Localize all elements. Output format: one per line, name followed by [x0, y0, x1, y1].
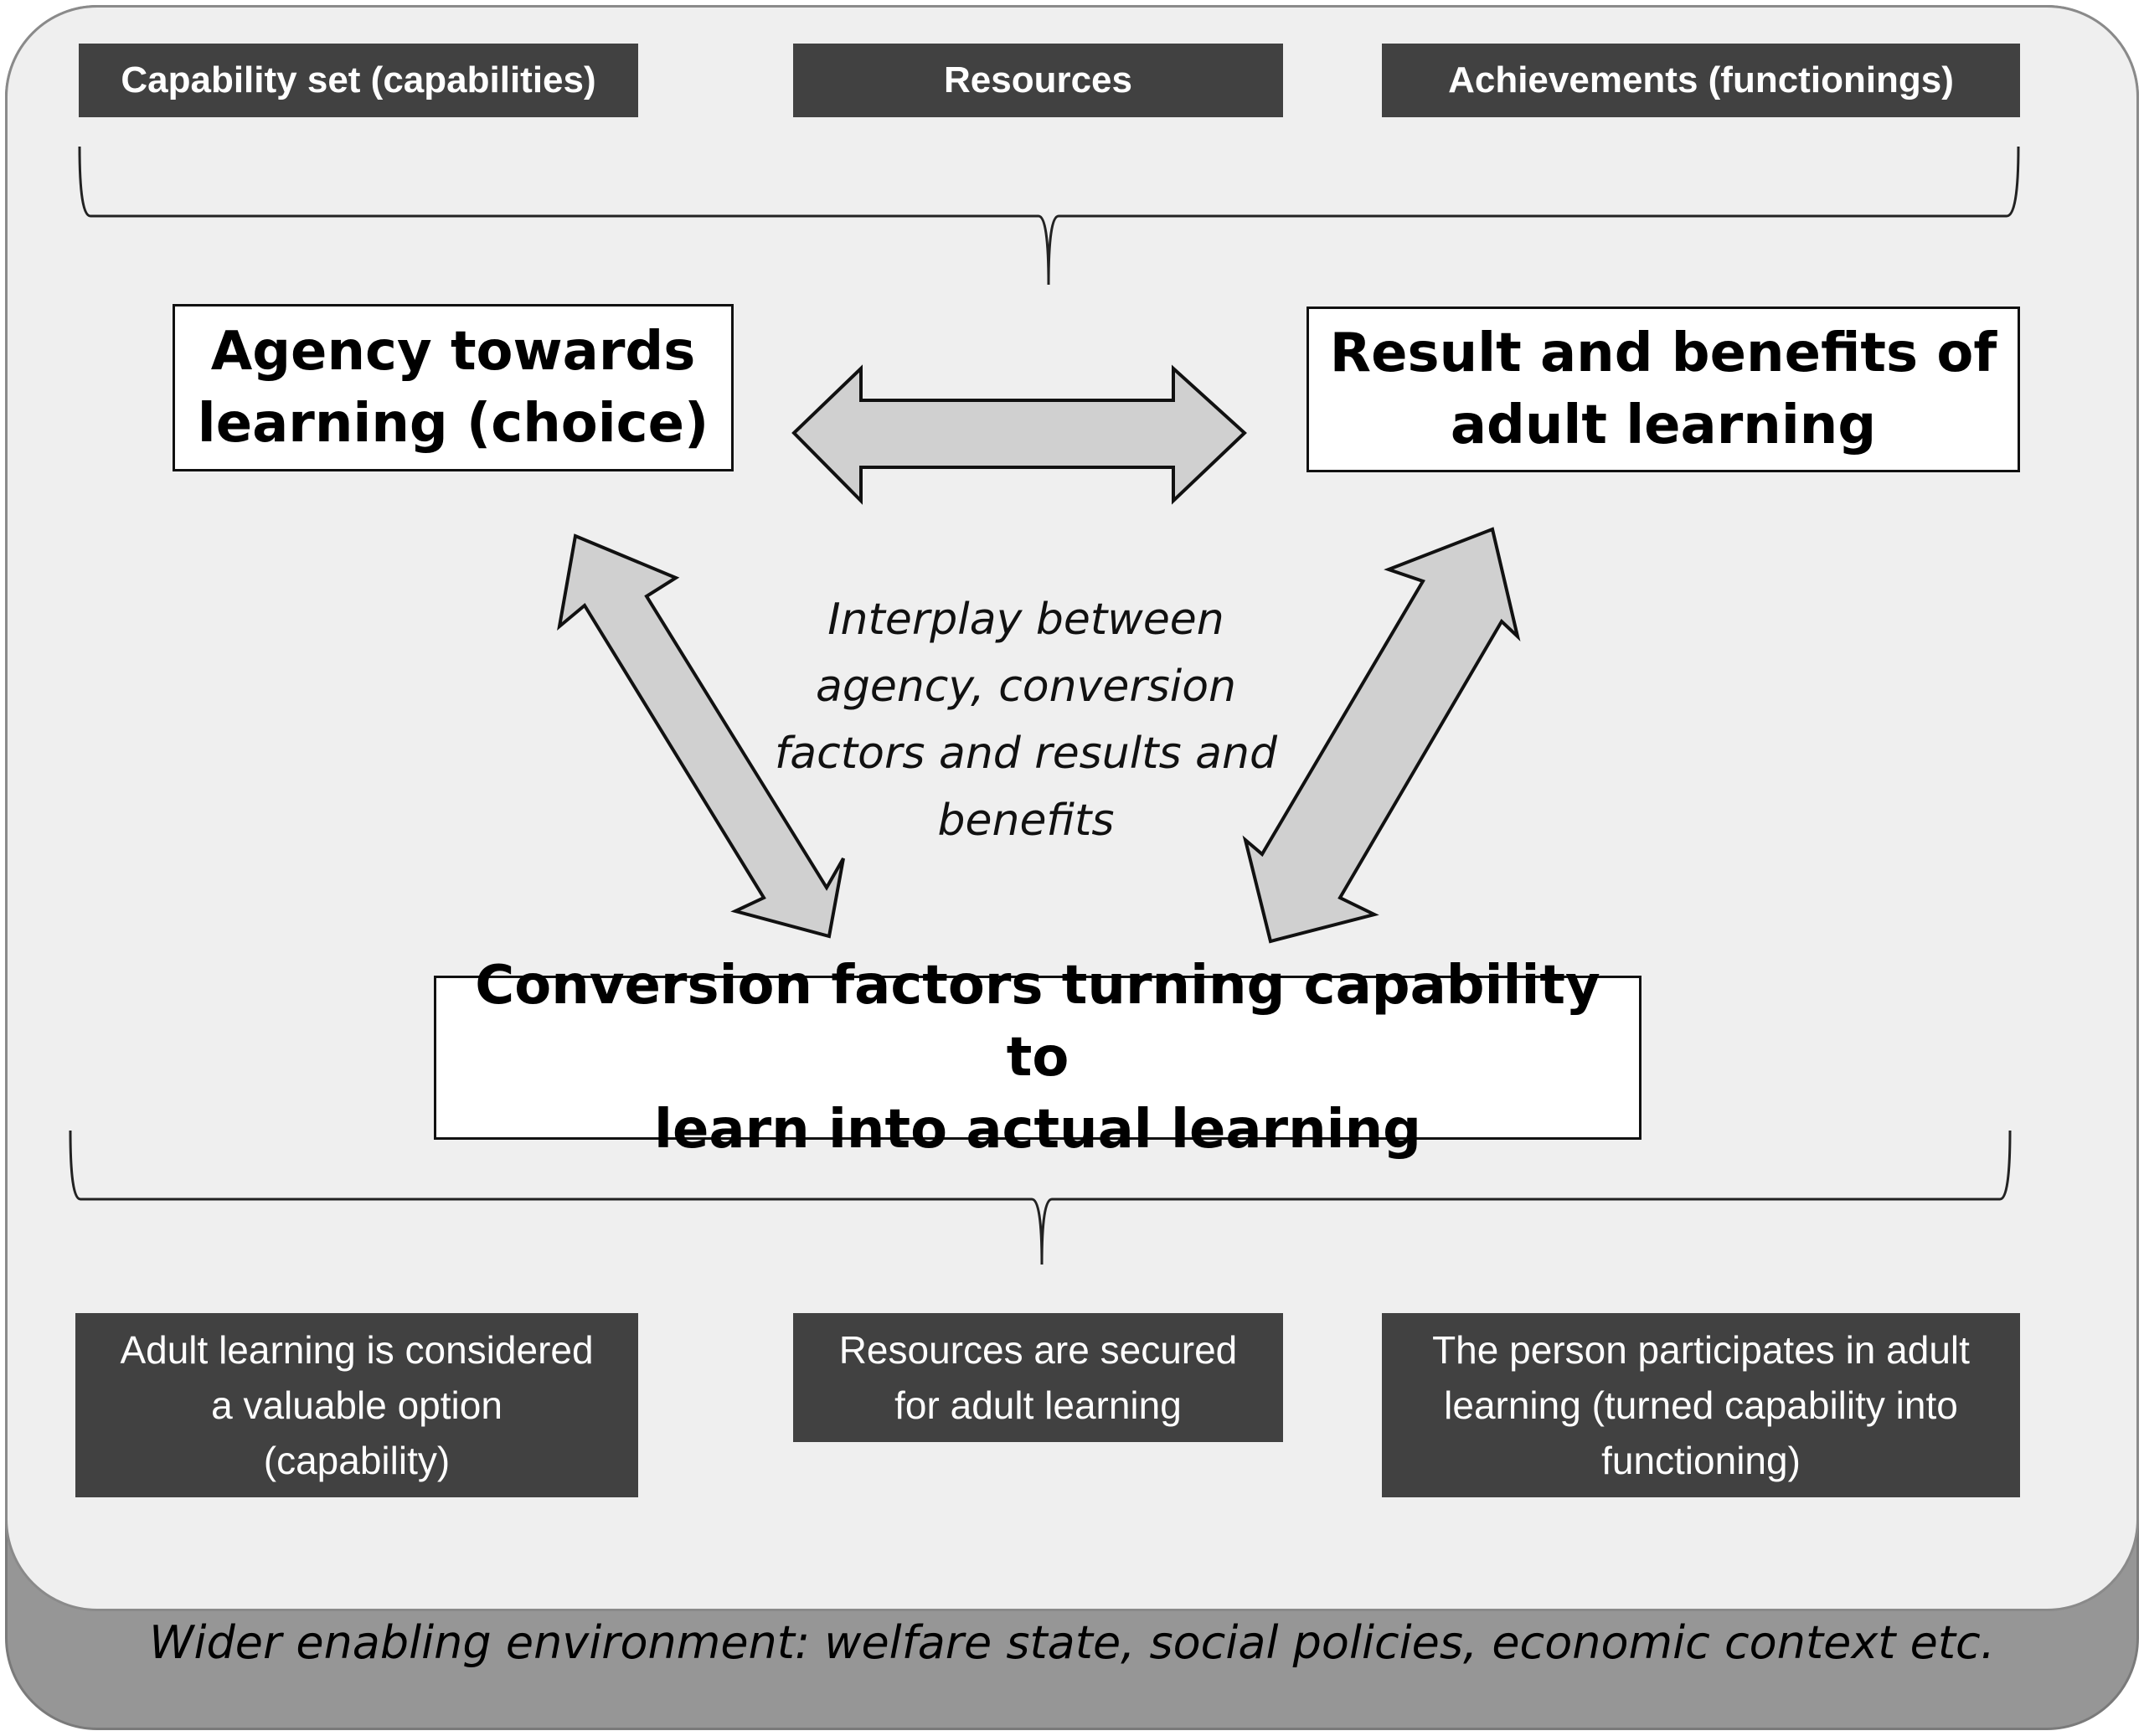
- node-results-line-2: adult learning: [1450, 394, 1877, 456]
- header-box-achievements: Achievements (functionings): [1382, 44, 2020, 117]
- bottom-box-2-line-2: for adult learning: [894, 1383, 1182, 1427]
- node-conversion-line-2: learn into actual learning: [654, 1099, 1421, 1161]
- interplay-label: Interplay between agency, conversion fac…: [737, 586, 1315, 854]
- bottom-box-2-line-1: Resources are secured: [838, 1328, 1238, 1372]
- bottom-box-1-line-1: Adult learning is considered: [120, 1328, 594, 1372]
- bottom-box-resources-secured: Resources are secured for adult learning: [793, 1313, 1283, 1442]
- header-box-resources: Resources: [793, 44, 1283, 117]
- top-brace: [78, 146, 2020, 286]
- left-diagonal-double-arrow: [557, 533, 845, 939]
- interplay-line-1: Interplay between: [827, 595, 1224, 645]
- bottom-brace: [69, 1130, 2012, 1265]
- right-diagonal-double-arrow: [1242, 527, 1521, 944]
- node-conversion-line-1: Conversion factors turning capability to: [475, 955, 1600, 1089]
- bottom-box-1-line-3: (capability): [263, 1439, 451, 1482]
- bottom-box-1-line-2: a valuable option: [211, 1383, 502, 1427]
- interplay-line-4: benefits: [937, 796, 1115, 846]
- bottom-box-valuable-option: Adult learning is considered a valuable …: [75, 1313, 638, 1497]
- node-agency-line-1: Agency towards: [210, 321, 696, 383]
- horizontal-double-arrow: [791, 364, 1247, 505]
- interplay-line-2: agency, conversion: [815, 662, 1237, 712]
- bottom-box-3-line-2: learning (turned capability into: [1444, 1383, 1958, 1427]
- node-results-line-1: Result and benefits of: [1329, 322, 1997, 384]
- footer-enabling-environment: Wider enabling environment: welfare stat…: [149, 1616, 1995, 1669]
- header-box-capability-set: Capability set (capabilities): [79, 44, 638, 117]
- interplay-line-3: factors and results and: [774, 729, 1278, 779]
- node-agency-line-2: learning (choice): [197, 393, 709, 455]
- node-agency: Agency towards learning (choice): [173, 304, 734, 471]
- node-conversion-factors: Conversion factors turning capability to…: [434, 955, 1642, 1161]
- bottom-box-3-line-3: functioning): [1601, 1439, 1801, 1482]
- node-results: Result and benefits of adult learning: [1306, 307, 2020, 472]
- bottom-box-participates: The person participates in adult learnin…: [1382, 1313, 2020, 1497]
- bottom-box-3-line-1: The person participates in adult: [1432, 1328, 1970, 1372]
